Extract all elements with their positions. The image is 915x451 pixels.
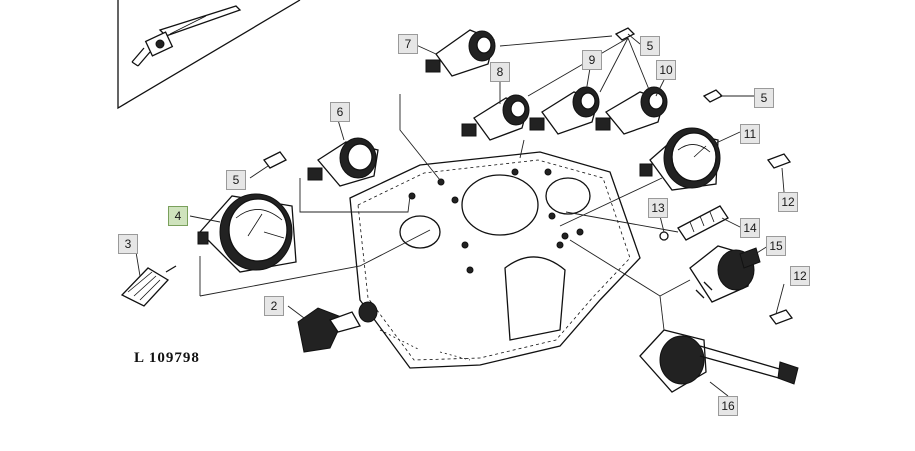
turn-switch-15: [639, 329, 799, 393]
callout-12[interactable]: 12: [790, 266, 810, 286]
callout-5[interactable]: 5: [640, 36, 660, 56]
callout-9[interactable]: 9: [582, 50, 602, 70]
callout-6[interactable]: 6: [330, 102, 350, 122]
callout-16[interactable]: 16: [718, 396, 738, 416]
callout-5[interactable]: 5: [226, 170, 246, 190]
callout-12[interactable]: 12: [778, 192, 798, 212]
reference-code: L 109798: [134, 350, 200, 366]
switch-2: [297, 301, 378, 353]
indicator-8: [461, 94, 530, 141]
sender-3: [120, 265, 177, 307]
callout-11[interactable]: 11: [740, 124, 760, 144]
inset-frame: [117, 0, 301, 110]
callout-7[interactable]: 7: [398, 34, 418, 54]
callout-4[interactable]: 4: [168, 206, 188, 226]
callout-14[interactable]: 14: [740, 218, 760, 238]
callout-5[interactable]: 5: [754, 88, 774, 108]
indicator-9: [529, 86, 600, 135]
indicator-10: [595, 86, 668, 135]
callout-15[interactable]: 15: [766, 236, 786, 256]
bulbs: [263, 27, 794, 325]
socket-14: [659, 205, 729, 241]
callout-3[interactable]: 3: [118, 234, 138, 254]
callout-8[interactable]: 8: [490, 62, 510, 82]
dashboard-panel: [349, 151, 641, 369]
light-switch-16: [689, 245, 761, 303]
gauge-11: [639, 127, 721, 191]
indicator-7: [425, 29, 496, 77]
gauge-4: [197, 193, 297, 273]
callout-2[interactable]: 2: [264, 296, 284, 316]
leader-lines: [135, 33, 785, 397]
callout-10[interactable]: 10: [656, 60, 676, 80]
gauge-6: [307, 137, 379, 187]
callout-13[interactable]: 13: [648, 198, 668, 218]
